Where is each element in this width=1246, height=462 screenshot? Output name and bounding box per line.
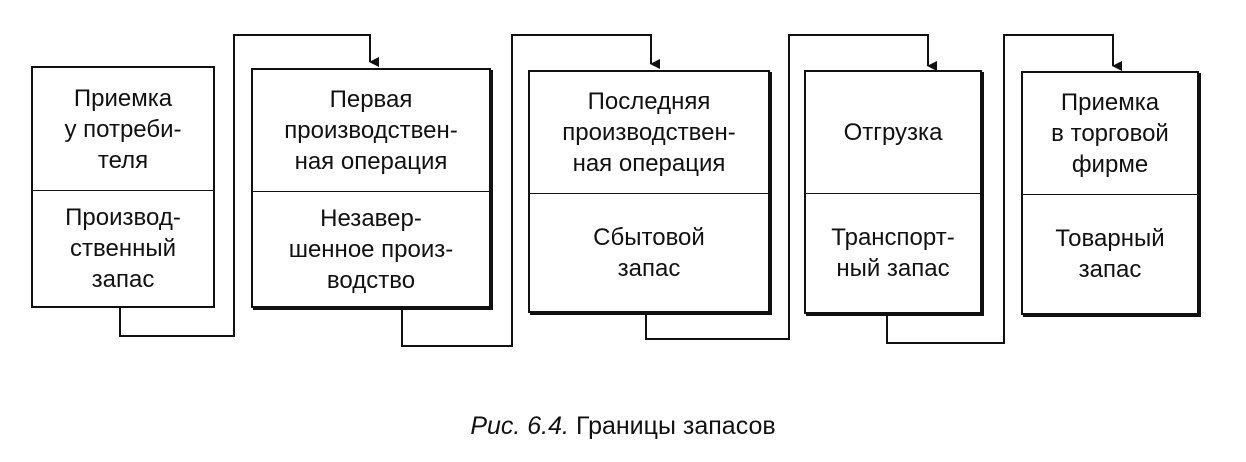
stage-5-operation: Приемка в торговой фирме [1023, 73, 1197, 195]
caption-label: Рис. 6.4. [470, 412, 569, 440]
stage-3-stock: Сбытовой запас [593, 223, 705, 282]
figure-caption: Рис. 6.4. Границы запасов [0, 412, 1246, 441]
stage-box-1: Приемка у потреби- теля Производ- ственн… [31, 66, 215, 308]
stage-4-stock: Транспорт- ный запас [831, 224, 955, 282]
connector-3-bottom [645, 34, 937, 340]
stage-box-2: Первая производствен- ная операция Незав… [251, 68, 491, 308]
stage-1-stock: Производ- ственный запас [65, 204, 181, 293]
stage-2-operation: Первая производствен- ная операция [253, 70, 489, 192]
connector-1-bottom [119, 34, 379, 337]
stage-box-4: Отгрузка Транспорт- ный запас [804, 70, 982, 314]
stage-4-operation: Отгрузка [806, 72, 980, 194]
connector-2-bottom [401, 34, 660, 347]
connector-4-bottom [886, 34, 1122, 344]
stage-3-operation: Последняя производствен- ная операция [530, 72, 768, 194]
stage-5-stock: Товарный запас [1055, 225, 1165, 283]
stage-box-5: Приемка в торговой фирме Товарный запас [1021, 71, 1199, 315]
stage-2-stock: Незавер- шенное произ- водство [288, 204, 454, 294]
stage-box-3: Последняя производствен- ная операция Сб… [528, 70, 770, 313]
stage-1-operation: Приемка у потреби- теля [33, 68, 213, 191]
caption-text: Границы запасов [575, 412, 776, 440]
